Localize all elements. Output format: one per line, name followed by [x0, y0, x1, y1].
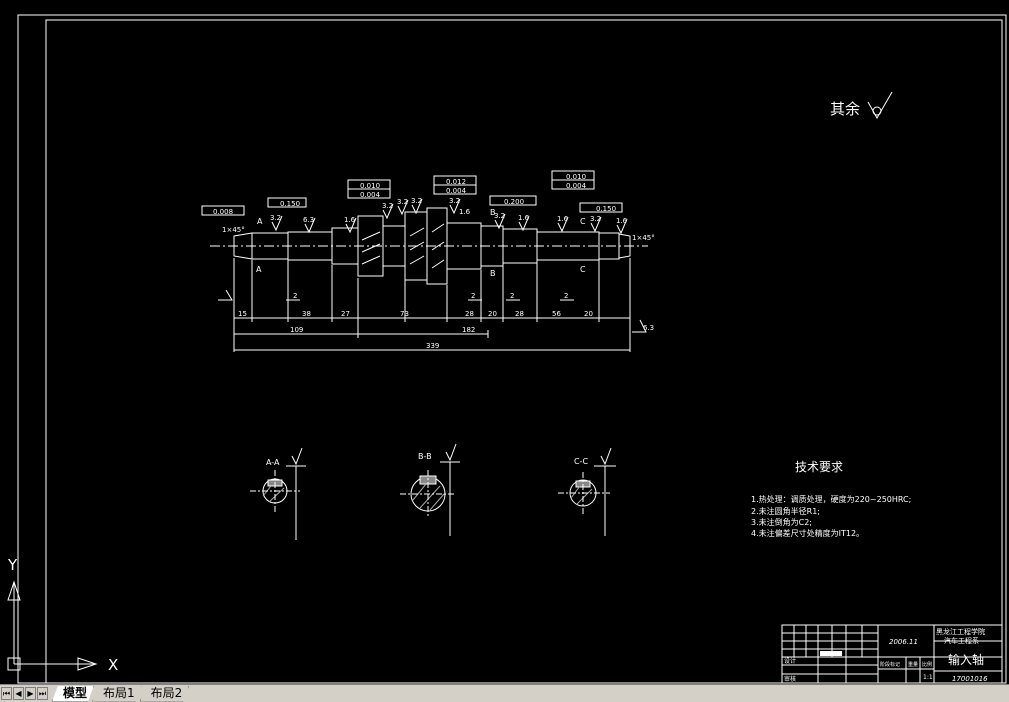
- dim-73: 73: [400, 310, 409, 318]
- dim-28: 28: [465, 310, 474, 318]
- ra-12: 3.2: [590, 215, 601, 223]
- tech-req-3: 3.未注倒角为C2;: [751, 517, 812, 527]
- tech-req-title: 技术要求: [795, 460, 843, 474]
- ra-10: 1.6: [518, 214, 530, 222]
- row-review: 审核: [784, 675, 796, 683]
- tol-10: 0.150: [596, 205, 616, 213]
- dim-20b: 20: [584, 310, 593, 318]
- datum-b-bottom: B: [490, 269, 496, 278]
- ra-13: 1.6: [616, 217, 628, 225]
- datum-a-bottom: A: [256, 265, 262, 274]
- section-b-label: B-B: [418, 452, 432, 461]
- ra-3: 1.6: [344, 216, 356, 224]
- col-scale: 比例: [922, 661, 932, 668]
- dim-56: 56: [552, 310, 561, 318]
- next-tab-button[interactable]: ▶: [25, 687, 36, 700]
- chamfer-right: 1×45°: [632, 234, 655, 242]
- dim-15: 15: [238, 310, 247, 318]
- roughness-triangles: [271, 198, 628, 235]
- ra-9: 3.2: [494, 212, 505, 220]
- dim-28b: 28: [515, 310, 524, 318]
- dim-2d: 2: [564, 292, 568, 300]
- first-tab-button[interactable]: ⏮: [1, 687, 12, 700]
- roughness-note: 其余: [830, 100, 860, 118]
- tol-4: 0.004: [360, 191, 381, 199]
- inner-frame: [45, 19, 1003, 684]
- roughness-symbol-icon: [867, 91, 893, 120]
- chamfer-left: 1×45°: [222, 226, 245, 234]
- section-c: [558, 447, 616, 536]
- title-year: 2006.11: [889, 638, 918, 646]
- datum-b-top: B: [490, 208, 496, 217]
- ra-1: 3.2: [270, 214, 281, 222]
- col-weight: 重量: [908, 661, 918, 668]
- drawing-number: 17001016: [952, 675, 988, 683]
- ra-11: 1.6: [557, 215, 569, 223]
- dim-38: 38: [302, 310, 311, 318]
- dim-339: 339: [426, 342, 439, 350]
- dim-27: 27: [341, 310, 350, 318]
- ra-4: 3.2: [382, 202, 393, 210]
- tech-req-4: 4.未注偏差尺寸处精度为IT12。: [751, 528, 864, 538]
- tolerance-values: 0.008 0.150 0.010 0.004 0.012 0.004 0.20…: [213, 173, 616, 216]
- dim-2c: 2: [510, 292, 514, 300]
- tol-3: 0.010: [360, 182, 380, 190]
- tech-req-1: 1.热处理：调质处理，硬度为220~250HRC;: [751, 494, 911, 504]
- cad-drawing[interactable]: 其余: [0, 0, 1009, 684]
- title-dept: 汽车工程系: [944, 636, 979, 645]
- tab-layout1[interactable]: 布局1: [92, 686, 142, 702]
- datum-c-bottom: C: [580, 265, 586, 274]
- scale-value: 1:1: [923, 674, 933, 681]
- last-tab-button[interactable]: ⏭: [37, 687, 48, 700]
- ucs-y-label: Y: [7, 556, 18, 574]
- tol-5: 0.012: [446, 178, 466, 186]
- ra-5: 3.2: [397, 198, 408, 206]
- tol-1: 0.008: [213, 208, 233, 216]
- ra-6: 3.2: [411, 197, 422, 205]
- part-name: 输入轴: [948, 652, 984, 667]
- roughness-marks: 3.2 6.3 1.6 3.2 3.2 3.2 1.6 3.2 3.2 1.6 …: [270, 197, 628, 225]
- ucs-icon: [7, 580, 98, 671]
- dim-20: 20: [488, 310, 497, 318]
- dim-182: 182: [462, 326, 475, 334]
- title-block-fill: [820, 651, 842, 656]
- dim-2a: 2: [293, 292, 297, 300]
- ra-8: 3.2: [449, 197, 460, 205]
- dimension-values: 15 38 27 73 28 20 28 56 20 109 182 339 2…: [238, 292, 654, 350]
- ra-7: 1.6: [459, 208, 471, 216]
- section-c-label: C-C: [574, 457, 588, 466]
- section-a-label: A-A: [266, 458, 280, 467]
- prev-tab-button[interactable]: ◀: [13, 687, 24, 700]
- dim-2b: 2: [471, 292, 475, 300]
- tol-7: 0.200: [504, 198, 524, 206]
- ra-right: 6.3: [643, 324, 654, 332]
- tech-req-2: 2.未注圆角半径R1;: [751, 506, 820, 516]
- tol-2: 0.150: [280, 200, 300, 208]
- tab-layout2[interactable]: 布局2: [140, 686, 190, 702]
- shaft-main-view: [210, 207, 648, 352]
- ucs-x-label: X: [108, 656, 118, 674]
- title-school: 黑龙江工程学院: [936, 627, 985, 636]
- col-stage: 阶段标记: [880, 661, 900, 668]
- section-b: [400, 443, 460, 536]
- tol-6: 0.004: [446, 187, 467, 195]
- tol-8: 0.010: [566, 173, 586, 181]
- section-a: [250, 447, 306, 540]
- ra-2: 6.3: [303, 216, 314, 224]
- dim-109: 109: [290, 326, 303, 334]
- datum-c-top: C: [580, 217, 586, 226]
- datum-a-top: A: [257, 217, 263, 226]
- tab-model[interactable]: 模型: [52, 686, 94, 702]
- layout-tab-bar: ⏮ ◀ ▶ ⏭ 模型 布局1 布局2: [0, 684, 1009, 702]
- row-design: 设计: [784, 657, 796, 665]
- tol-9: 0.004: [566, 182, 587, 190]
- tolerance-frames: [201, 170, 623, 216]
- drawing-canvas[interactable]: 其余: [0, 0, 1009, 684]
- title-block: [781, 624, 1003, 684]
